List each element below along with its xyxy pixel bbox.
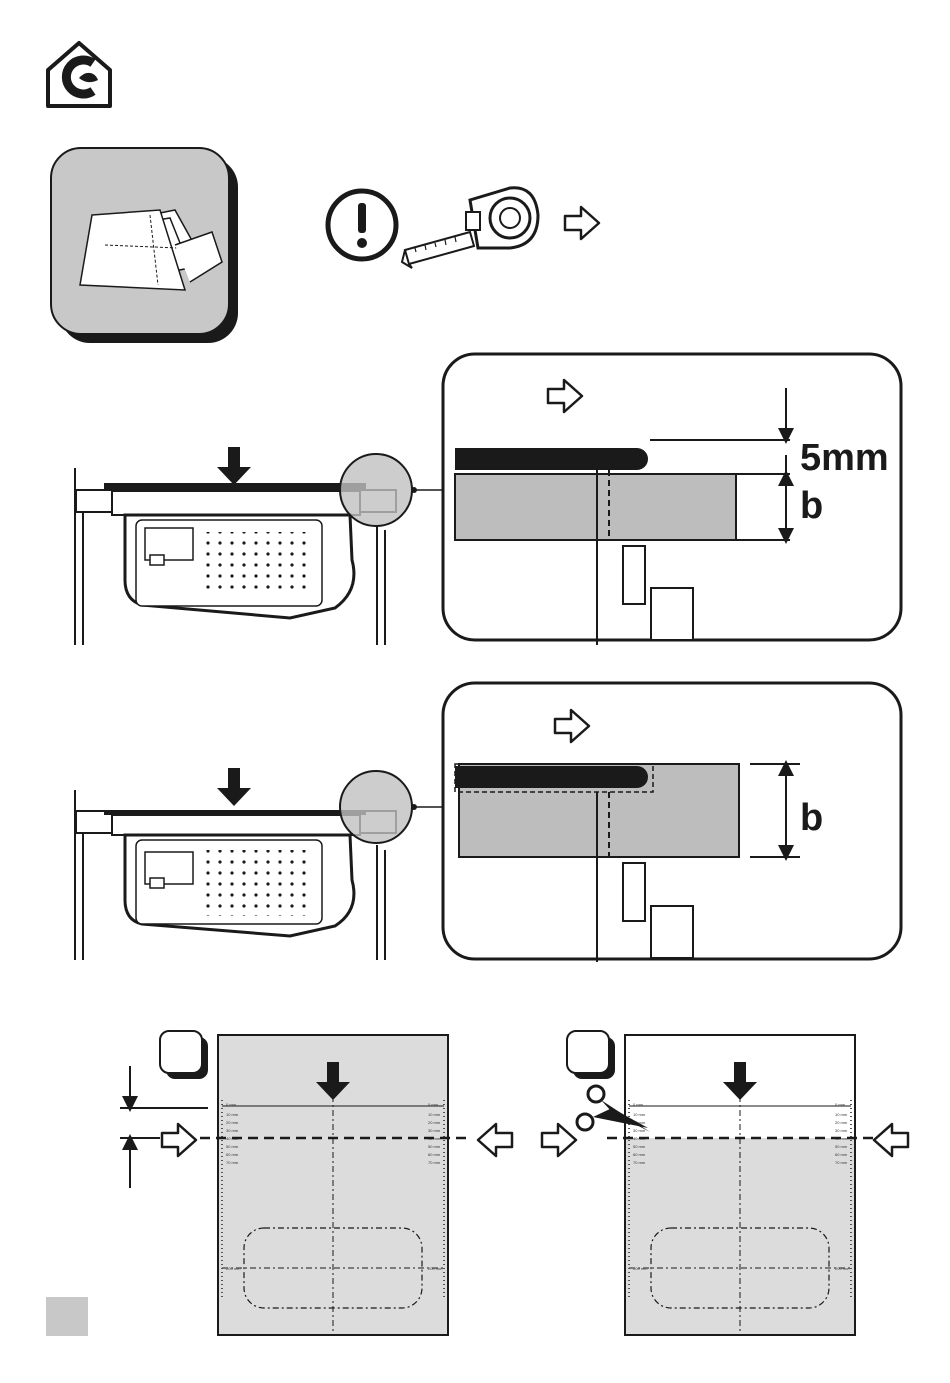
svg-text:50 mm: 50 mm [428,1144,441,1149]
svg-text:10 mm: 10 mm [835,1112,848,1117]
paper-template-icon [51,148,238,343]
svg-text:30 mm: 30 mm [835,1128,848,1133]
svg-text:10 mm: 10 mm [226,1112,239,1117]
svg-text:70 mm: 70 mm [428,1160,441,1165]
tape-measure-icon [402,188,538,268]
svg-text:200 mm: 200 mm [428,1266,443,1271]
svg-text:60 mm: 60 mm [835,1152,848,1157]
hob-installation-1 [75,447,443,645]
svg-text:0 mm: 0 mm [226,1102,237,1107]
svg-text:0 mm: 0 mm [633,1102,644,1107]
template-step-1: 0 mm 10 mm 20 mm 30 mm 40 mm 50 mm 60 mm… [120,1031,512,1335]
page-tab [46,1297,88,1336]
svg-text:70 mm: 70 mm [835,1160,848,1165]
svg-text:30 mm: 30 mm [428,1128,441,1133]
eco-house-icon [48,43,110,106]
svg-text:200 mm: 200 mm [633,1266,648,1271]
svg-text:20 mm: 20 mm [835,1120,848,1125]
svg-text:10 mm: 10 mm [633,1112,646,1117]
svg-text:50 mm: 50 mm [835,1144,848,1149]
detail-panel-1: 5mm b [443,354,901,645]
thickness-label-top: b [800,485,823,527]
svg-text:60 mm: 60 mm [428,1152,441,1157]
thickness-label-bottom: b [800,797,823,839]
hob-installation-2 [75,768,443,960]
svg-text:0 mm: 0 mm [428,1102,439,1107]
svg-text:70 mm: 70 mm [633,1160,646,1165]
svg-text:200 mm: 200 mm [835,1266,850,1271]
svg-text:10 mm: 10 mm [428,1112,441,1117]
svg-text:60 mm: 60 mm [226,1152,239,1157]
svg-text:200 mm: 200 mm [226,1266,241,1271]
svg-text:60 mm: 60 mm [633,1152,646,1157]
gap-label: 5mm [800,437,889,479]
svg-text:50 mm: 50 mm [226,1144,239,1149]
detail-panel-2: b [443,683,901,962]
svg-text:50 mm: 50 mm [633,1144,646,1149]
svg-text:30 mm: 30 mm [226,1128,239,1133]
warning-icon [328,191,396,259]
template-step-2: 0 mm 10 mm 20 mm 30 mm 40 mm 50 mm 60 mm… [542,1031,908,1335]
svg-text:20 mm: 20 mm [428,1120,441,1125]
svg-text:0 mm: 0 mm [835,1102,846,1107]
arrow-right-icon [565,207,599,239]
svg-text:20 mm: 20 mm [226,1120,239,1125]
svg-text:70 mm: 70 mm [226,1160,239,1165]
